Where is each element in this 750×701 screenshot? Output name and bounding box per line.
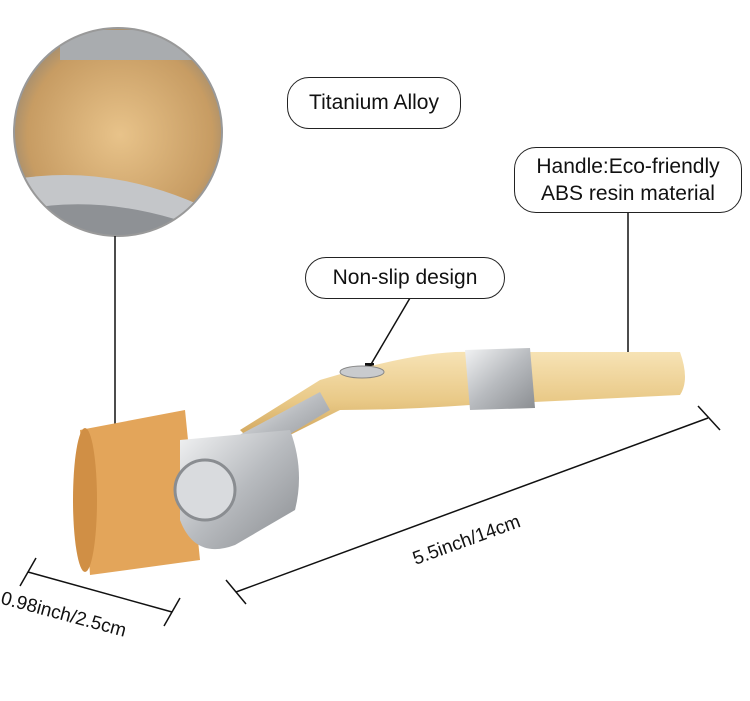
closeup-border [13,27,223,237]
callout-non-slip: Non-slip design [305,257,505,299]
callout-text: ABS resin material [541,182,715,205]
callout-titanium-alloy: Titanium Alloy [287,77,461,129]
dimension-width-line [19,557,181,627]
leader-line-grip [369,297,411,367]
roller-handle [230,348,685,455]
callout-text: Handle:Eco-friendly [536,154,720,178]
roller-head [73,410,299,575]
callout-text: Non-slip design [332,266,478,290]
dimension-length-line [225,405,721,605]
callout-handle-material: Handle:Eco-friendly ABS resin material [514,147,742,213]
callout-text: Titanium Alloy [309,91,439,115]
